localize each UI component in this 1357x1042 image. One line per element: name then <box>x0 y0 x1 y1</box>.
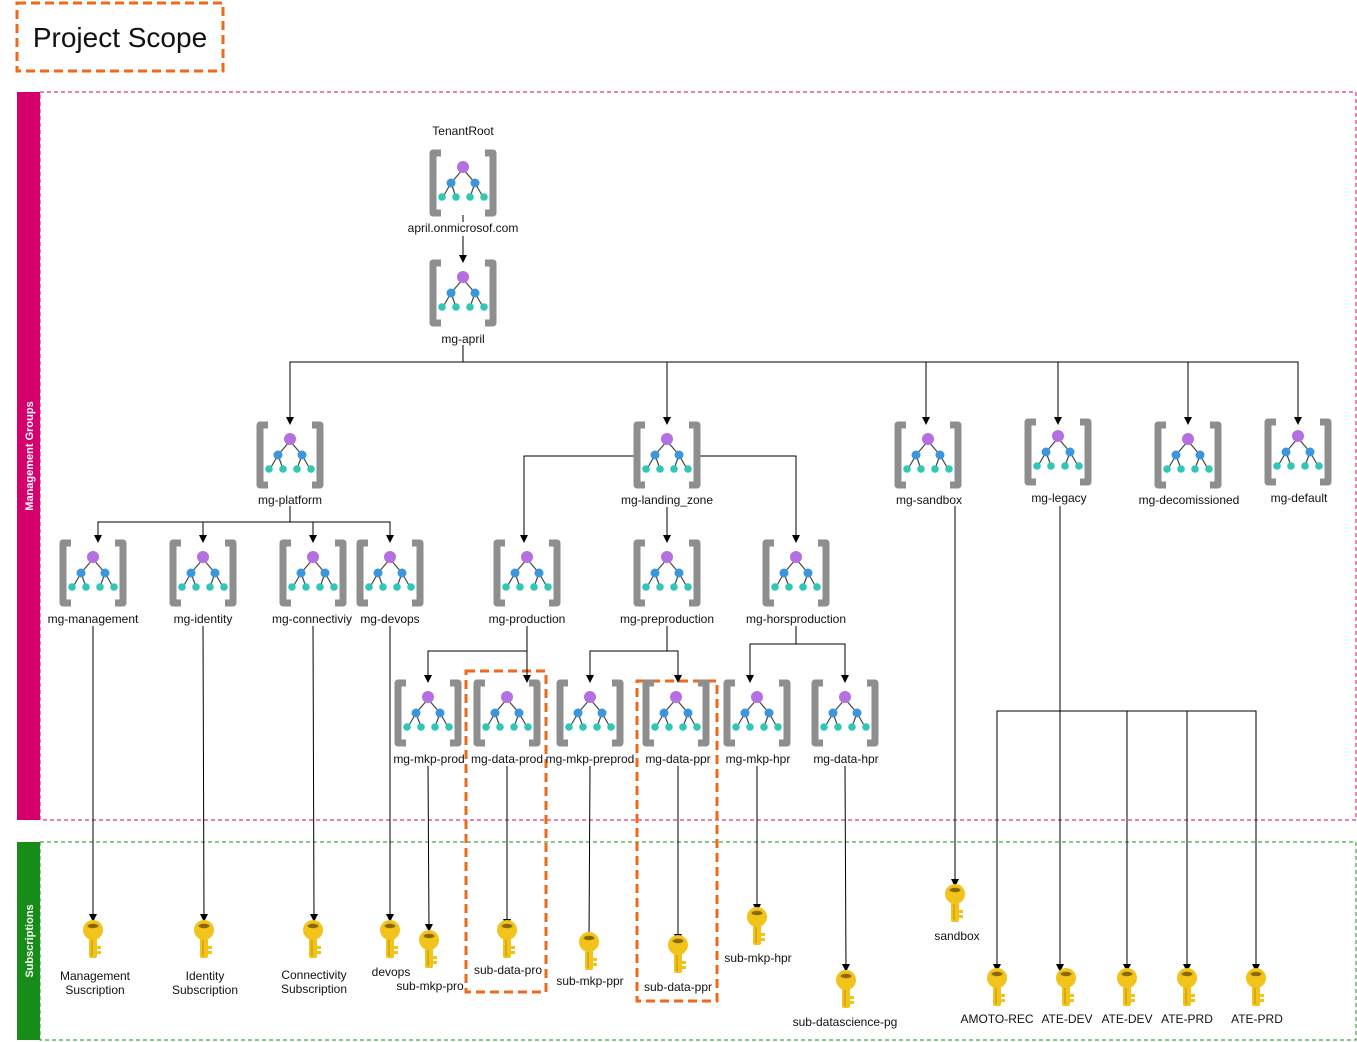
mg-april-label: mg-april <box>441 332 484 346</box>
mg-data-ppr-icon <box>646 683 706 743</box>
project-scope-label: Project Scope <box>33 22 207 53</box>
subscriptions-lane-label: Subscriptions <box>24 904 36 977</box>
mg-landing-zone-icon <box>637 425 697 485</box>
subscription-labels: Management Suscription Identity Subscrip… <box>60 929 1283 1029</box>
connectors <box>89 215 1302 972</box>
sub-mkp-ppr-key-icon <box>578 931 600 971</box>
mg-mkp-hpr-label: mg-mkp-hpr <box>726 752 791 766</box>
scope-box-data-ppr <box>635 679 719 1003</box>
subscriptions-lane: Subscriptions <box>17 841 1357 1041</box>
ate-dev-1-label: ATE-DEV <box>1041 1012 1092 1026</box>
ate-dev-1-key-icon <box>1055 967 1077 1007</box>
mg-connectiviy-label: mg-connectiviy <box>272 612 352 626</box>
mg-devops-icon <box>360 543 420 603</box>
mg-default-icon <box>1268 422 1328 482</box>
project-scope-legend: Project Scope <box>15 1 225 73</box>
identity-subscription-key-icon <box>193 919 215 959</box>
management-subscription-key-icon <box>82 919 104 959</box>
identity-subscription-label-1: Identity <box>186 969 225 983</box>
mg-sandbox-label: mg-sandbox <box>896 493 962 507</box>
mg-sandbox-icon <box>898 425 958 485</box>
mg-identity-icon <box>173 543 233 603</box>
mg-platform-icon <box>260 425 320 485</box>
mg-horsproduction-label: mg-horsproduction <box>746 612 846 626</box>
mg-preproduction-icon <box>637 543 697 603</box>
mg-legacy-icon <box>1028 422 1088 482</box>
mg-production-icon <box>497 543 557 603</box>
mg-mkp-prod-label: mg-mkp-prod <box>393 752 464 766</box>
ate-prd-2-key-icon <box>1245 967 1267 1007</box>
sub-data-pro-label: sub-data-pro <box>474 963 542 977</box>
mg-management-icon <box>63 543 123 603</box>
sub-mkp-hpr-key-icon <box>746 906 768 946</box>
mg-data-prod-label: mg-data-prod <box>471 752 543 766</box>
mg-data-hpr-label: mg-data-hpr <box>813 752 878 766</box>
ate-dev-2-key-icon <box>1116 967 1138 1007</box>
mg-data-ppr-label: mg-data-ppr <box>645 752 710 766</box>
amoto-rec-key-icon <box>986 967 1008 1007</box>
devops-subscription-label: devops <box>372 965 411 979</box>
sub-data-ppr-label: sub-data-ppr <box>644 980 712 994</box>
sandbox-subscription-label: sandbox <box>934 929 979 943</box>
mg-mkp-preprod-label: mg-mkp-preprod <box>546 752 635 766</box>
mg-devops-label: mg-devops <box>360 612 419 626</box>
management-subscription-label-1: Management <box>60 969 131 983</box>
mg-identity-label: mg-identity <box>174 612 233 626</box>
mg-data-prod-icon <box>477 683 537 743</box>
sub-data-pro-key-icon <box>496 919 518 959</box>
management-groups-lane-label: Management Groups <box>24 401 36 510</box>
mg-horsproduction-icon <box>766 543 826 603</box>
mg-mkp-prod-icon <box>398 683 458 743</box>
mg-legacy-label: mg-legacy <box>1031 491 1086 505</box>
management-groups-lane: Management Groups <box>17 91 1357 821</box>
sub-mkp-ppr-label: sub-mkp-ppr <box>556 974 623 988</box>
sub-data-ppr-key-icon <box>667 934 689 974</box>
ate-dev-2-label: ATE-DEV <box>1101 1012 1152 1026</box>
mg-decomissioned-icon <box>1158 425 1218 485</box>
mg-decomissioned-label: mg-decomissioned <box>1139 493 1240 507</box>
connectivity-subscription-label-1: Connectivity <box>281 968 346 982</box>
identity-subscription-label-2: Subscription <box>172 983 238 997</box>
mg-mkp-hpr-icon <box>727 683 787 743</box>
mg-labels: TenantRoot april.onmicrosof.com mg-april… <box>48 124 1328 766</box>
amoto-rec-label: AMOTO-REC <box>960 1012 1033 1026</box>
mg-preproduction-label: mg-preproduction <box>620 612 714 626</box>
sandbox-key-icon <box>944 883 966 923</box>
sub-mkp-pro-label: sub-mkp-pro <box>396 979 464 993</box>
mg-mkp-preprod-icon <box>560 683 620 743</box>
mg-production-label: mg-production <box>489 612 566 626</box>
mg-connectiviy-icon <box>283 543 343 603</box>
mg-default-label: mg-default <box>1271 491 1328 505</box>
management-subscription-label-2: Suscription <box>65 983 124 997</box>
sub-datascience-pg-key-icon <box>835 969 857 1009</box>
mg-landing-zone-label: mg-landing_zone <box>621 493 713 507</box>
sub-mkp-pro-key-icon <box>418 929 440 969</box>
tenant-label: april.onmicrosof.com <box>408 221 519 235</box>
sub-datascience-pg-label: sub-datascience-pg <box>793 1015 898 1029</box>
tenant-root-title: TenantRoot <box>432 124 494 138</box>
tenant-root-icon <box>433 153 493 213</box>
sub-mkp-hpr-label: sub-mkp-hpr <box>724 951 791 965</box>
mg-platform-label: mg-platform <box>258 493 322 507</box>
mg-management-label: mg-management <box>48 612 139 626</box>
scope-box-data-prod <box>464 669 548 994</box>
mg-icons <box>63 153 1328 743</box>
devops-key-icon <box>379 919 401 959</box>
ate-prd-2-label: ATE-PRD <box>1231 1012 1283 1026</box>
mg-data-hpr-icon <box>815 683 875 743</box>
mg-april-icon <box>433 263 493 323</box>
ate-prd-1-label: ATE-PRD <box>1161 1012 1213 1026</box>
ate-prd-1-key-icon <box>1176 967 1198 1007</box>
connectivity-subscription-label-2: Subscription <box>281 982 347 996</box>
connectivity-subscription-key-icon <box>302 919 324 959</box>
